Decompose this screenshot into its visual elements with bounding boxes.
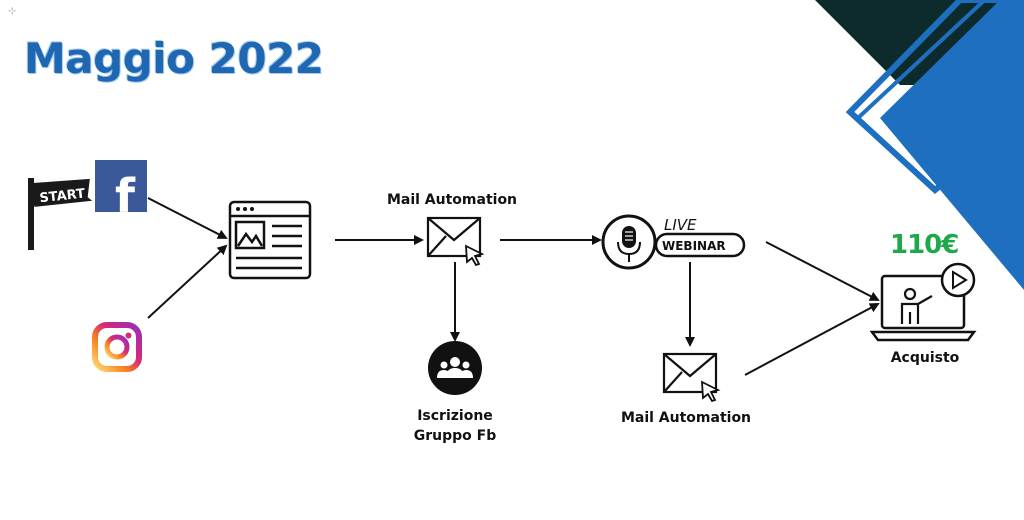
acquisto-label: Acquisto [890,350,960,366]
instagram-icon [92,322,142,372]
mail-envelope-icon-2 [662,352,721,402]
deco-blue-shape [880,0,1024,290]
webinar-text: WEBINAR [662,239,726,253]
mail-automation-top-label: Mail Automation [386,192,518,208]
price-label: 110€ [890,230,959,260]
facebook-icon: f [95,160,147,212]
page-title: Maggio 2022 [24,34,324,83]
facebook-letter: f [115,169,136,212]
iscrizione-label-line2: Gruppo Fb [413,428,497,444]
cursor-icon-2 [701,380,721,402]
arrow-facebook-to-landing [147,197,228,239]
live-text: LIVE [664,216,697,234]
deco-blue-outline-2 [856,0,988,120]
start-flag-icon: START [28,178,93,250]
microphone-icon [617,226,641,262]
live-webinar-icon: LIVE WEBINAR [601,214,746,270]
mail-envelope-icon [426,216,485,266]
start-flag-text: START [39,187,86,207]
arrow-webinar-to-acquisto [765,241,880,301]
mail-automation-bottom-label: Mail Automation [620,410,752,426]
landing-page-icon [228,200,312,280]
corner-mark: ⊹ [8,6,17,17]
group-people-icon [428,341,482,395]
cursor-icon [465,244,485,266]
deco-blue-outline [845,0,1024,194]
arrow-mail2-to-acquisto [744,303,880,376]
arrow-instagram-to-landing [147,244,228,319]
laptop-course-icon [870,262,977,342]
iscrizione-label-line1: Iscrizione [417,408,493,424]
